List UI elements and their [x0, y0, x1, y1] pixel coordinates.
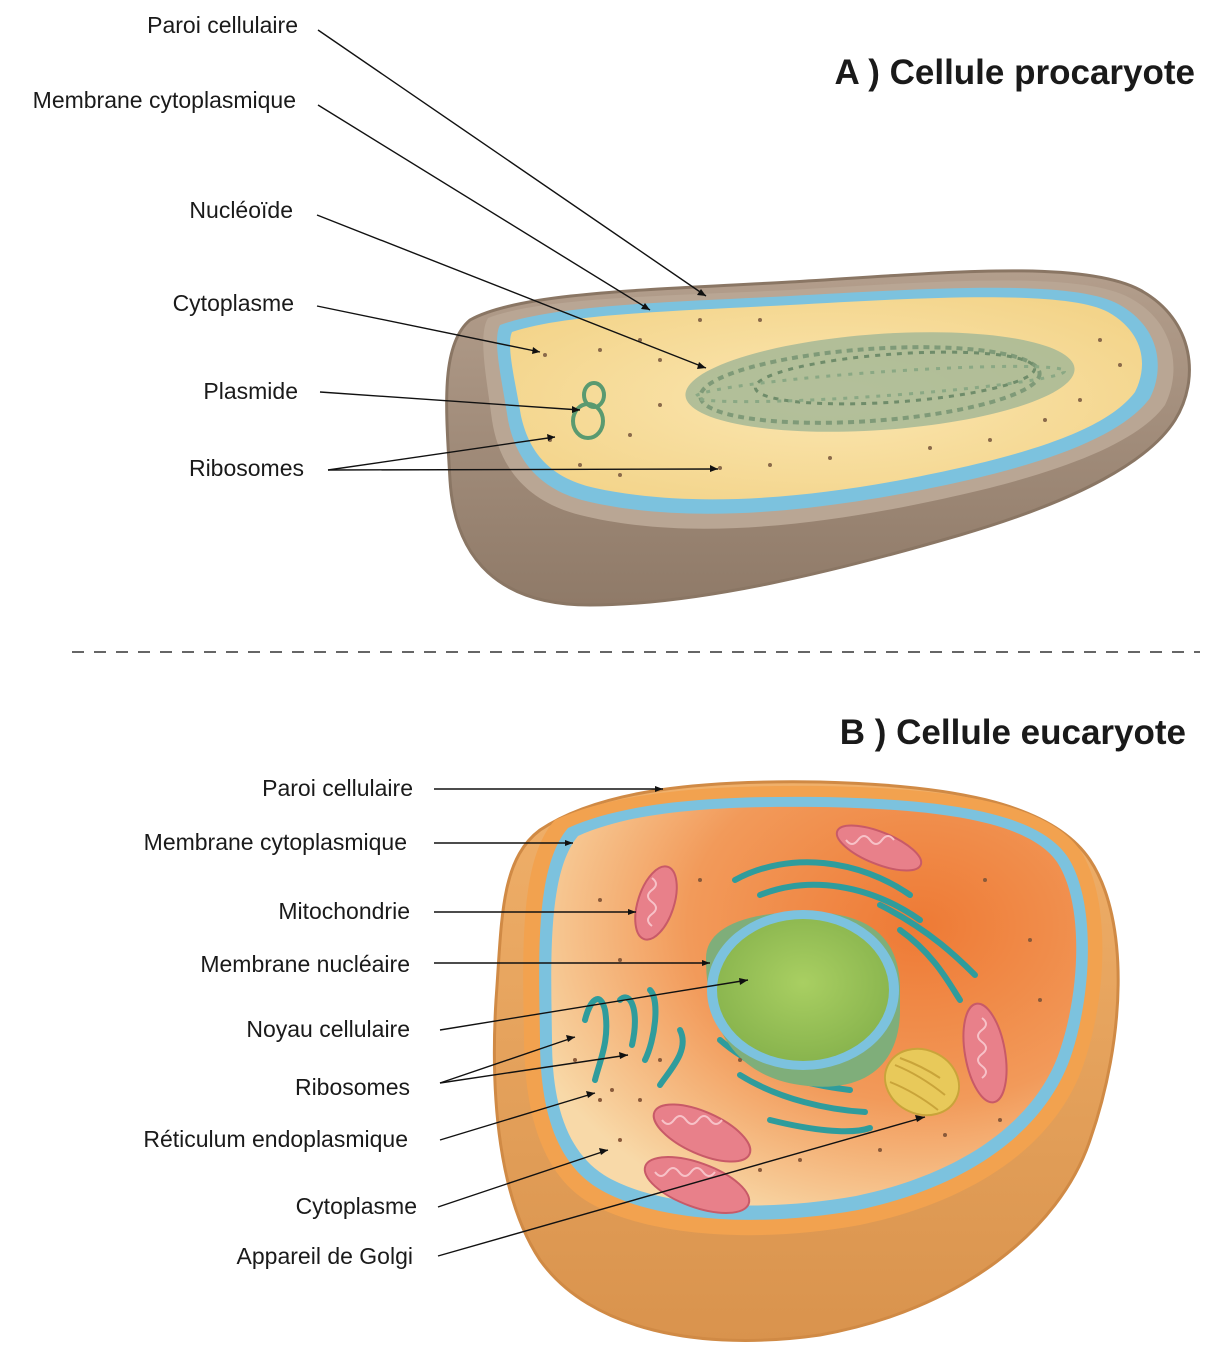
- prok-label-nucleoide: Nucléoïde: [189, 197, 293, 223]
- prokaryote-cell: [447, 271, 1190, 605]
- euk-label-ribosomes: Ribosomes: [295, 1074, 410, 1100]
- title-eucaryote: B ) Cellule eucaryote: [840, 713, 1186, 752]
- euk-label-reticulum: Réticulum endoplasmique: [143, 1126, 408, 1152]
- euk-label-golgi: Appareil de Golgi: [237, 1243, 413, 1269]
- prok-label-plasmide: Plasmide: [203, 378, 298, 404]
- euk-label-paroi: Paroi cellulaire: [262, 775, 413, 801]
- euk-label-membrane: Membrane cytoplasmique: [144, 829, 407, 855]
- nucleus-interior: [717, 919, 889, 1061]
- prok-label-membrane: Membrane cytoplasmique: [33, 87, 296, 113]
- euk-label-membrane-nucleaire: Membrane nucléaire: [200, 951, 410, 977]
- prok-label-ribosomes: Ribosomes: [189, 455, 304, 481]
- prok-label-paroi: Paroi cellulaire: [147, 12, 298, 38]
- euk-label-cytoplasme: Cytoplasme: [296, 1193, 417, 1219]
- prok-label-cytoplasme: Cytoplasme: [173, 290, 294, 316]
- title-procaryote: A ) Cellule procaryote: [835, 53, 1195, 92]
- euk-label-mitochondrie: Mitochondrie: [278, 898, 410, 924]
- euk-label-noyau: Noyau cellulaire: [246, 1016, 410, 1042]
